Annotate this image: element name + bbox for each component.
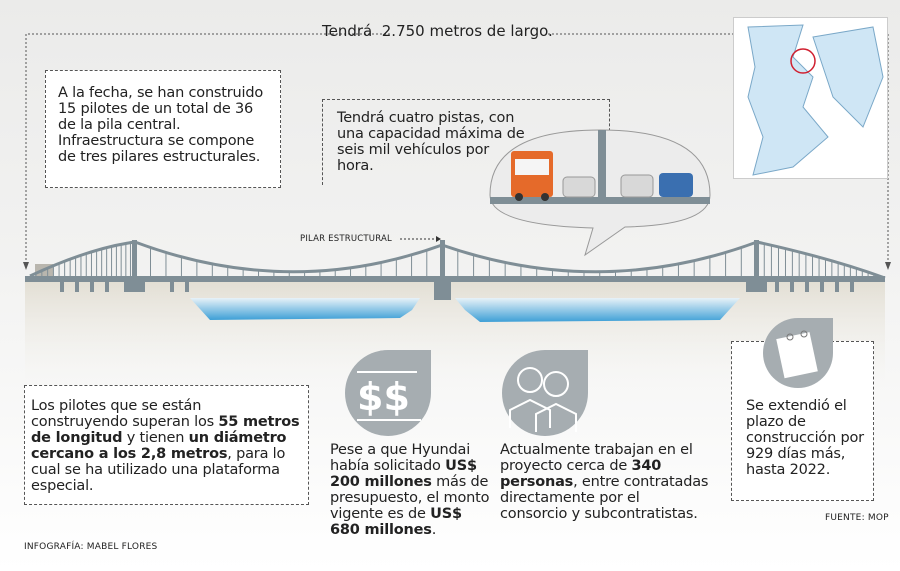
pier bbox=[775, 282, 779, 292]
source: FUENTE: MOP bbox=[825, 513, 889, 523]
pier bbox=[790, 282, 794, 292]
pier bbox=[170, 282, 174, 292]
lanes-bubble bbox=[489, 129, 711, 257]
workers-icon bbox=[502, 350, 588, 436]
credit: INFOGRAFÍA: MABEL FLORES bbox=[24, 542, 158, 552]
highlight: un diámetro cercano a los 2,8 metros bbox=[31, 430, 287, 462]
length-label: Tendrá 2.750 metros de largo. bbox=[322, 22, 553, 40]
pier bbox=[185, 282, 189, 292]
pilotes-info-box: Los pilotes que se están construyendo su… bbox=[24, 385, 309, 505]
pier bbox=[805, 282, 809, 292]
text: y tienen bbox=[122, 430, 189, 446]
svg-text:$$: $$ bbox=[357, 375, 410, 419]
highlight: 340 personas bbox=[500, 458, 662, 490]
bus-icon bbox=[511, 151, 553, 201]
text: más de presupuesto, el monto vigente es … bbox=[330, 474, 490, 522]
bridge-illustration bbox=[23, 33, 891, 390]
calendar-icon bbox=[763, 318, 833, 388]
water bbox=[190, 298, 420, 320]
car-icon bbox=[659, 173, 693, 197]
text: . bbox=[431, 522, 437, 538]
highlight: 55 metros de longitud bbox=[31, 414, 300, 446]
pilotes-text: A la fecha, se han construido 15 pilotes… bbox=[58, 85, 264, 165]
text: , entre contratadas directamente por el … bbox=[500, 474, 709, 522]
text: , para lo cual se ha utilizado una plata… bbox=[31, 446, 286, 494]
pillar-label: PILAR ESTRUCTURAL bbox=[300, 234, 392, 244]
text: Actualmente trabajan en el proyecto cerc… bbox=[500, 442, 693, 474]
deadline-text: Se extendió el plazo de construcción por… bbox=[746, 398, 864, 478]
lanes-text: Tendrá cuatro pistas, con una capacidad … bbox=[337, 110, 525, 174]
pier bbox=[60, 282, 64, 292]
map-icon bbox=[733, 17, 888, 179]
money-icon: $$ bbox=[345, 350, 431, 436]
car-icon bbox=[620, 174, 654, 198]
pier bbox=[90, 282, 94, 292]
deck bbox=[25, 276, 885, 282]
budget-info: Pese a que Hyundai había solicitado US$ … bbox=[330, 442, 495, 538]
pier bbox=[820, 282, 824, 292]
highlight: US$ 200 millones bbox=[330, 458, 477, 490]
highlight: US$ 680 millones bbox=[330, 506, 462, 538]
car-icon bbox=[562, 176, 596, 198]
workers-info: Actualmente trabajan en el proyecto cerc… bbox=[500, 442, 710, 522]
lanes-box: Tendrá cuatro pistas, con una capacidad … bbox=[322, 99, 610, 185]
pier bbox=[850, 282, 854, 292]
pier bbox=[105, 282, 109, 292]
water bbox=[455, 298, 740, 322]
pilotes-box: A la fecha, se han construido 15 pilotes… bbox=[45, 70, 281, 188]
text: Pese a que Hyundai había solicitado bbox=[330, 442, 471, 474]
text: Los pilotes que se están construyendo su… bbox=[31, 398, 219, 430]
pier bbox=[835, 282, 839, 292]
pier bbox=[75, 282, 79, 292]
